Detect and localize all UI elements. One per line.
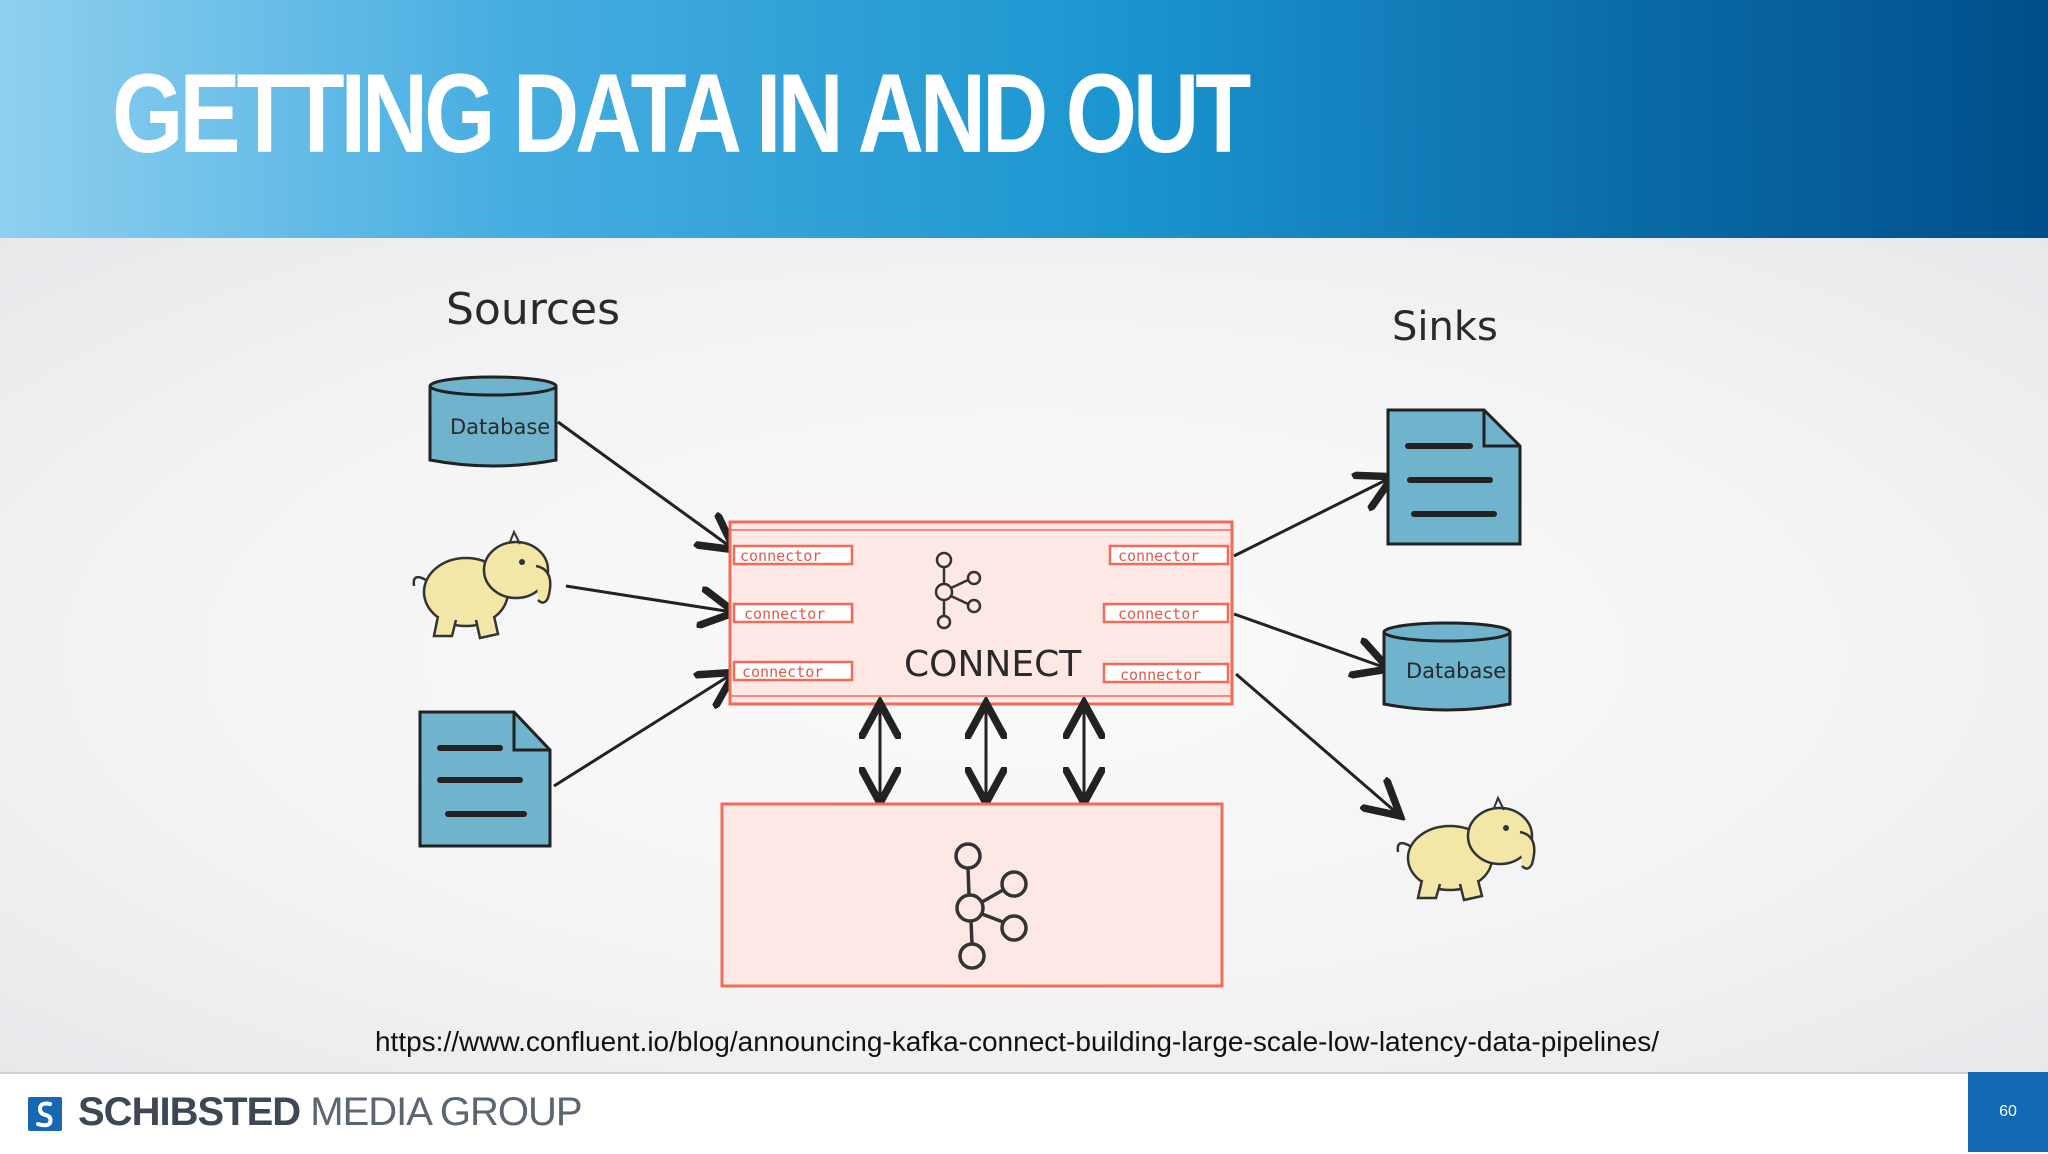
kafka-logo-icon-large: [954, 842, 1028, 970]
connect-box: connector connector connector connector …: [728, 520, 1234, 706]
sources-label: Sources: [446, 284, 620, 335]
footer-bar: [0, 1072, 2048, 1154]
source-hadoop-elephant-icon: [412, 529, 552, 640]
arrow-database-to-connect: [557, 420, 732, 548]
kafka-cluster-box: [720, 802, 1224, 988]
connector-right-3-label: connector: [1120, 666, 1201, 684]
arrow-document-to-connect: [553, 674, 732, 788]
arrow-connect-to-document: [1233, 478, 1390, 558]
connector-right-3: [1102, 662, 1230, 684]
connector-left-2-label: connector: [744, 605, 825, 623]
arrow-hadoop-to-connect: [565, 584, 732, 612]
source-url[interactable]: https://www.confluent.io/blog/announcing…: [374, 1026, 1660, 1057]
slide-title: GETTING DATA IN AND OUT: [112, 51, 1251, 176]
brand-name: SCHIBSTED MEDIA GROUP: [78, 1090, 583, 1135]
sink-database-label: Database: [1406, 659, 1506, 683]
connector-left-1-label: connector: [740, 547, 821, 565]
connector-left-3-label: connector: [742, 663, 823, 681]
brand-name-light: MEDIA GROUP: [300, 1090, 582, 1134]
connector-left-2: [732, 602, 854, 624]
source-database-icon: Database: [428, 375, 558, 468]
sink-document-icon: [1386, 408, 1522, 546]
connector-left-1: [732, 544, 854, 566]
arrow-connect-to-database: [1233, 612, 1386, 668]
connector-left-3: [732, 660, 854, 682]
schibsted-logo-icon: [28, 1097, 62, 1131]
connector-right-2-label: connector: [1118, 605, 1199, 623]
connector-right-2: [1102, 602, 1230, 624]
title-banner: [0, 0, 2048, 238]
arrow-connect-to-hadoop: [1235, 672, 1398, 814]
kafka-connect-diagram: Sources Sinks Database connector con: [412, 284, 1536, 988]
page-number: 60: [1968, 1072, 2048, 1152]
source-document-icon: [418, 710, 552, 848]
source-database-label: Database: [450, 415, 550, 439]
connector-right-1-label: connector: [1118, 547, 1199, 565]
connect-label: CONNECT: [904, 644, 1082, 685]
sinks-label: Sinks: [1392, 304, 1498, 350]
kafka-logo-icon-small: [934, 551, 982, 630]
connector-right-1: [1108, 544, 1230, 566]
sink-database-icon: Database: [1382, 621, 1512, 712]
sink-hadoop-elephant-icon: [1396, 795, 1536, 902]
brand-name-bold: SCHIBSTED: [78, 1090, 301, 1134]
